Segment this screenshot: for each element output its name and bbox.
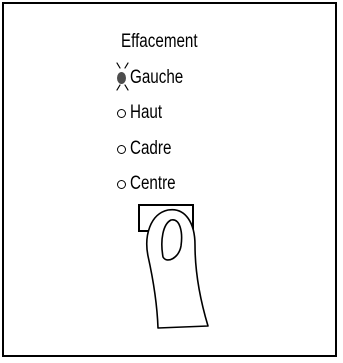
led-off-icon — [117, 109, 126, 118]
option-label-gauche: Gauche — [130, 67, 183, 89]
led-lit-icon — [117, 72, 126, 84]
option-label-cadre: Cadre — [130, 138, 171, 160]
option-haut: Haut — [117, 101, 170, 125]
option-gauche: Gauche — [117, 66, 197, 90]
option-label-haut: Haut — [130, 102, 162, 124]
option-centre: Centre — [117, 172, 187, 196]
option-label-centre: Centre — [130, 173, 176, 195]
led-off-icon — [117, 145, 126, 154]
erase-panel-title: Effacement — [121, 31, 198, 53]
option-cadre: Cadre — [117, 137, 182, 161]
led-off-icon — [117, 180, 126, 189]
